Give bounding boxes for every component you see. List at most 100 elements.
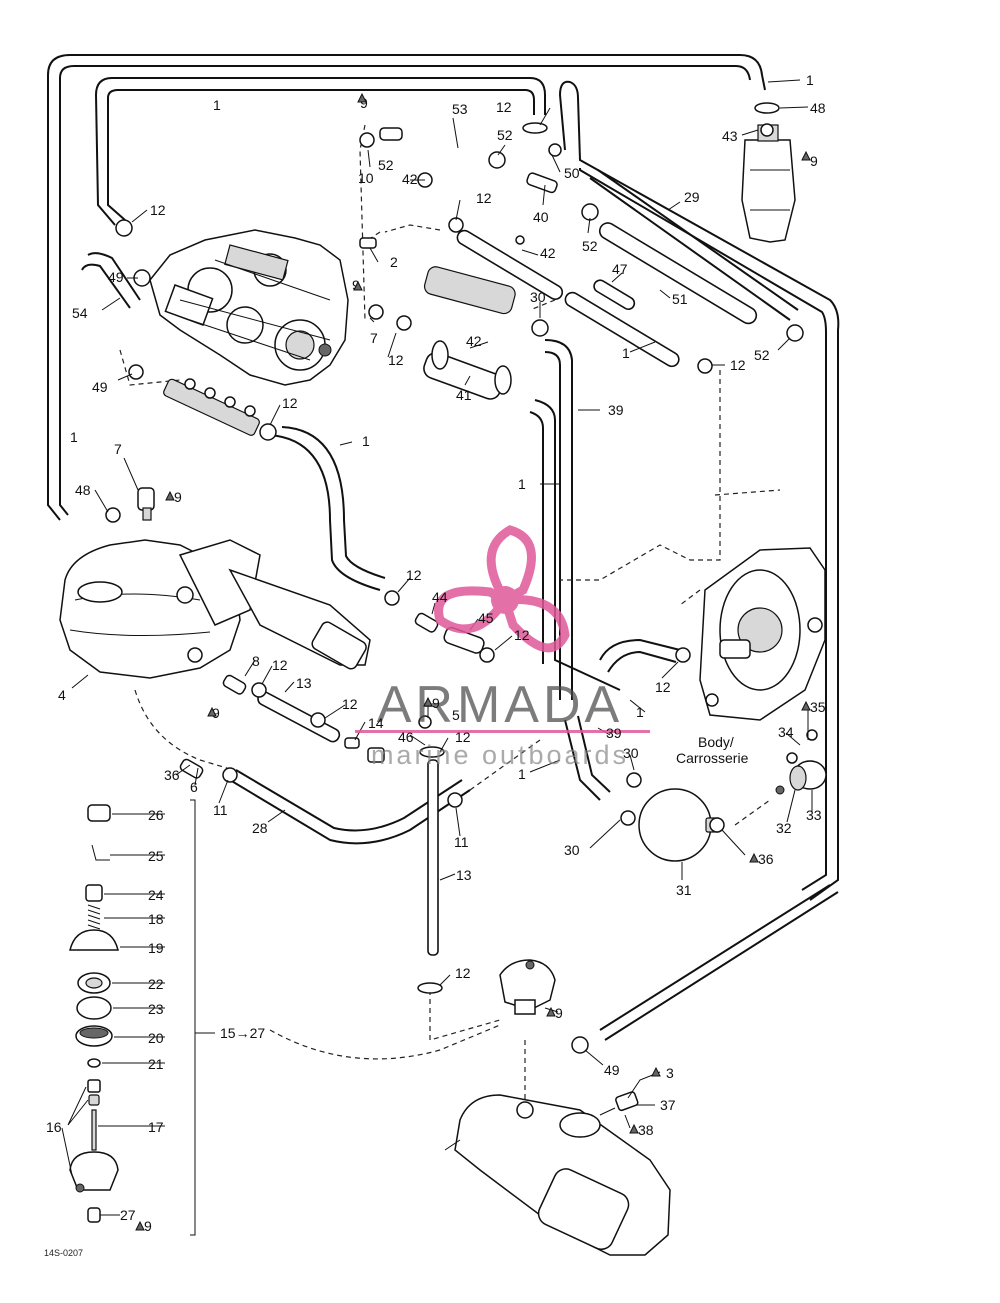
callout-42: 42 — [466, 333, 482, 349]
propeller-blade-top — [486, 525, 536, 607]
callout-40: 40 — [533, 209, 549, 225]
pipe-connector-top — [423, 266, 516, 315]
callout-19: 19 — [148, 940, 164, 956]
callout-12: 12 — [730, 357, 746, 373]
callout-36: 36 — [164, 767, 180, 783]
sensor-37 — [599, 1091, 639, 1116]
callout-7: 7 — [114, 441, 122, 457]
watermark-brand: ARMADA — [377, 676, 623, 734]
hose-1-right-loop — [558, 80, 840, 901]
callout-18: 18 — [148, 911, 164, 927]
valve-exploded-view — [69, 799, 196, 1236]
callout-36: 36 — [758, 851, 774, 867]
callout-1: 1 — [518, 766, 526, 782]
callout-14: 14 — [368, 715, 384, 731]
callout-41: 41 — [456, 387, 472, 403]
callout-47: 47 — [612, 261, 628, 277]
callout-50: 50 — [564, 165, 580, 181]
callout-29: 29 — [684, 189, 700, 205]
propeller-blade-right — [499, 594, 570, 653]
hose-right-middle — [564, 638, 681, 801]
callout-25: 25 — [148, 848, 164, 864]
callout-54: 54 — [72, 305, 88, 321]
callout-39: 39 — [608, 402, 624, 418]
hose-47 — [593, 279, 636, 311]
callout-3: 3 — [666, 1065, 674, 1081]
jet-pump-housing — [699, 547, 826, 721]
callout-37: 37 — [660, 1097, 676, 1113]
callout-9: 9 — [212, 705, 220, 721]
callout-26: 26 — [148, 807, 164, 823]
hose-1-outer-loop — [47, 54, 766, 521]
callout-16: 16 — [46, 1119, 62, 1135]
callout-1: 1 — [518, 476, 526, 492]
callout-22: 22 — [148, 976, 164, 992]
figure-reference: 14S-0207 — [44, 1248, 83, 1258]
callout-1: 1 — [70, 429, 78, 445]
water-box-4 — [59, 539, 371, 679]
callout-35: 35 — [810, 699, 826, 715]
callout-53: 53 — [452, 101, 468, 117]
tube-41 — [423, 340, 512, 400]
callout-21: 21 — [148, 1056, 164, 1072]
callout-52: 52 — [754, 347, 770, 363]
engine-assembly — [149, 229, 349, 386]
callout-34: 34 — [778, 724, 794, 740]
body-label: Body/ — [698, 734, 734, 750]
fitting-7-tank — [137, 487, 155, 521]
hose-28 — [229, 769, 471, 845]
exhaust-manifold — [163, 378, 260, 436]
callout-23: 23 — [148, 1001, 164, 1017]
carrosserie-label: Carrosserie — [676, 750, 749, 766]
dashed-routing — [119, 124, 781, 1110]
callout-12: 12 — [282, 395, 298, 411]
fitting-32-33 — [775, 760, 827, 795]
callout-12: 12 — [272, 657, 288, 673]
callout-48: 48 — [810, 100, 826, 116]
callout-49: 49 — [604, 1062, 620, 1078]
part-43-bottle — [741, 123, 796, 243]
hose-42-left — [456, 229, 680, 368]
callout-12: 12 — [476, 190, 492, 206]
callout-9: 9 — [360, 95, 368, 111]
hose-39 — [529, 339, 621, 700]
callout-43: 43 — [722, 128, 738, 144]
callout-12: 12 — [655, 679, 671, 695]
callout-20: 20 — [148, 1030, 164, 1046]
callout-9: 9 — [810, 153, 818, 169]
callout-12: 12 — [388, 352, 404, 368]
muffler-body — [444, 1094, 671, 1256]
callout-30: 30 — [530, 289, 546, 305]
hose-1-inner-loop — [94, 77, 546, 226]
callout-49: 49 — [108, 269, 124, 285]
callout-12: 12 — [342, 696, 358, 712]
hose-1-middle — [269, 426, 386, 591]
callout-46: 46 — [398, 729, 414, 745]
callout-49: 49 — [92, 379, 108, 395]
watermark-tagline: marine outboards — [371, 740, 629, 770]
callout-1: 1 — [213, 97, 221, 113]
armada-watermark: ARMADA marine outboards — [355, 525, 650, 770]
callout-42: 42 — [540, 245, 556, 261]
callout-38: 38 — [638, 1122, 654, 1138]
propeller-logo — [434, 525, 570, 653]
clamps-and-fittings — [105, 102, 818, 1054]
callout-9: 9 — [555, 1005, 563, 1021]
callout-13: 13 — [296, 675, 312, 691]
callout-52: 52 — [497, 127, 513, 143]
callout-12: 12 — [514, 627, 530, 643]
hose-51 — [598, 222, 758, 325]
callout-11: 11 — [213, 802, 228, 818]
callout-17: 17 — [148, 1119, 164, 1135]
callout-7: 7 — [370, 330, 378, 346]
callout-2: 2 — [390, 254, 398, 270]
callout-52: 52 — [582, 238, 598, 254]
callout-33: 33 — [806, 807, 822, 823]
callout-31: 31 — [676, 882, 692, 898]
callout-11: 11 — [454, 834, 469, 850]
propeller-hub — [491, 586, 519, 614]
callout-51: 51 — [672, 291, 688, 307]
callout-52: 52 — [378, 157, 394, 173]
